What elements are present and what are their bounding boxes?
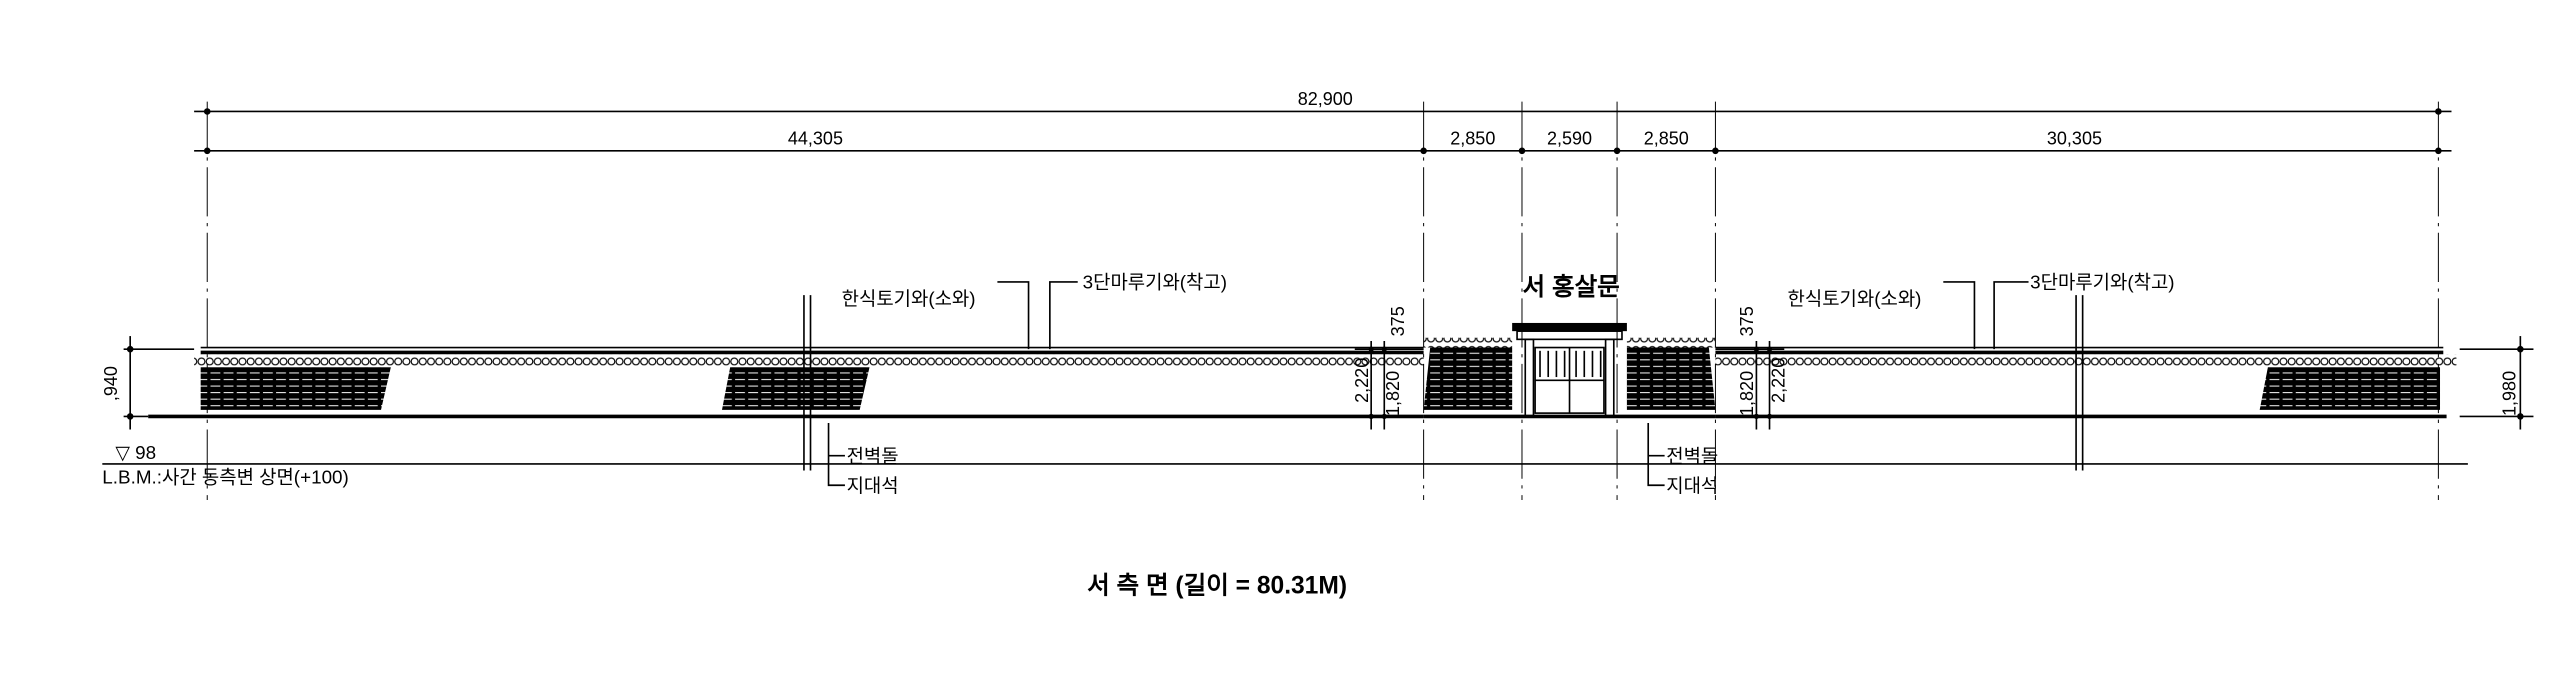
gate-right-dimensions: 375 1,820 2,220 — [1715, 306, 1788, 430]
label-roof-tile: 한식토기와(소와) — [842, 288, 976, 309]
roof-labels-left: 한식토기와(소와) 3단마루기와(착고) — [842, 272, 1227, 350]
label-brick: 전벽돌 — [1666, 445, 1718, 466]
dim-segment: 2,850 — [1450, 128, 1495, 148]
gate-name-label: 서 홍살문 — [1523, 273, 1620, 301]
roof-tile-band-left — [194, 354, 1424, 366]
dim-segment: 2,850 — [1644, 128, 1689, 148]
wall-panel — [2259, 367, 2441, 410]
extension-lines — [206, 101, 2439, 500]
dim-segment: 30,305 — [2047, 128, 2102, 148]
base-labels-right: 전벽돌 지대석 — [1647, 422, 1718, 496]
dim-overall: 82,900 — [1298, 89, 1353, 109]
benchmark-note: L.B.M.:사간 동측변 상면(+100) — [102, 467, 349, 488]
wall-panel — [721, 367, 870, 410]
base-labels-left: 전벽돌 지대석 — [827, 422, 899, 496]
roof-labels-right: 한식토기와(소와) 3단마루기와(착고) — [1788, 272, 2175, 350]
label-base-stone: 지대석 — [1666, 475, 1718, 496]
label-roof-tile: 한식토기와(소와) — [1788, 288, 1922, 309]
gate-wing-left — [1423, 347, 1513, 410]
dim-right-height: 1,980 — [2499, 371, 2519, 416]
dim-segment: 44,305 — [788, 128, 843, 148]
hongsal-gate — [1512, 322, 1627, 418]
overall-dimension: 82,900 — [194, 89, 2452, 115]
roof-tile-band-right — [1715, 354, 2457, 366]
gate-wing-right — [1626, 347, 1716, 410]
level-mark: ▽ 98 — [115, 442, 156, 463]
right-height-dimension: 1,980 — [2459, 336, 2534, 430]
label-ridge-tile: 3단마루기와(착고) — [1083, 272, 1227, 293]
dim-gate-inner: 1,820 — [1737, 371, 1757, 416]
drawing-title: 서 측 면 (길이 = 80.31M) — [1087, 571, 1347, 599]
dim-gate-outer: 2,220 — [1352, 358, 1372, 403]
label-ridge-tile: 3단마루기와(착고) — [2030, 272, 2174, 293]
left-height-dimension: ,940 — [101, 336, 195, 430]
dim-gate-top: 375 — [1737, 306, 1757, 336]
break-line — [803, 295, 2084, 471]
dim-left-height: ,940 — [101, 366, 121, 401]
dim-segment: 2,590 — [1547, 128, 1592, 148]
dim-gate-inner: 1,820 — [1383, 371, 1403, 416]
wall-panel — [200, 367, 391, 410]
label-brick: 전벽돌 — [847, 445, 899, 466]
segment-dimensions: 44,305 2,850 2,590 2,850 30,305 — [194, 128, 2452, 155]
label-base-stone: 지대석 — [847, 475, 899, 496]
dim-gate-outer: 2,220 — [1768, 358, 1788, 403]
wall-elevation — [148, 295, 2457, 471]
gate-left-dimensions: 375 2,220 1,820 — [1352, 306, 1424, 430]
dim-gate-top: 375 — [1388, 306, 1408, 336]
